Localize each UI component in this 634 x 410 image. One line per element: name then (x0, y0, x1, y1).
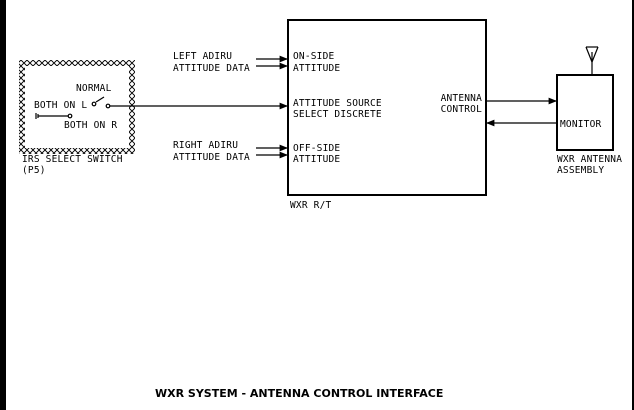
rt-antenna-1: ANTENNA (441, 93, 483, 104)
wxr-rt-box (287, 19, 487, 196)
irs-switch-enclosure (19, 60, 135, 154)
contact-common (105, 103, 111, 109)
irs-select-switch: NORMAL BOTH ON L BOTH ON R IRS SELECT SW… (19, 60, 135, 176)
right-adiru-label-1: RIGHT ADIRU (173, 140, 238, 151)
left-adiru-label-2: ATTITUDE DATA (173, 63, 250, 74)
switch-blade (95, 96, 105, 103)
diagram-title: WXR SYSTEM - ANTENNA CONTROL INTERFACE (155, 387, 443, 400)
irs-switch-label-1: IRS SELECT SWITCH (22, 154, 123, 165)
rt-name: WXR R/T (290, 200, 332, 211)
wxr-rt-unit: ON-SIDE ATTITUDE ATTITUDE SOURCE SELECT … (287, 19, 487, 211)
rt-off-side-2: ATTITUDE (293, 154, 340, 165)
switch-pos-right: BOTH ON R (64, 120, 117, 131)
rt-source-1: ATTITUDE SOURCE (293, 98, 382, 109)
contact-right (67, 113, 73, 119)
rt-on-side-1: ON-SIDE (293, 51, 335, 62)
right-edge-bar (632, 0, 634, 410)
rt-on-side-2: ATTITUDE (293, 63, 340, 74)
irs-switch-label-2: (P5) (22, 165, 46, 176)
antenna-assembly-box (556, 74, 614, 151)
antenna-assembly-label-1: WXR ANTENNA (557, 154, 622, 165)
antenna-assembly-label-2: ASSEMBLY (557, 165, 604, 176)
switch-pos-normal: NORMAL (76, 83, 112, 94)
rt-source-2: SELECT DISCRETE (293, 109, 382, 120)
switch-pos-left: BOTH ON L (34, 100, 87, 111)
right-adiru-label-2: ATTITUDE DATA (173, 152, 250, 163)
wxr-antenna-assembly: MONITOR WXR ANTENNA ASSEMBLY (556, 46, 622, 176)
rt-off-side-1: OFF-SIDE (293, 143, 340, 154)
left-edge-bar (0, 0, 6, 410)
antenna-icon (585, 46, 599, 75)
left-adiru-input: LEFT ADIRU ATTITUDE DATA (173, 51, 288, 74)
rt-antenna-2: CONTROL (441, 104, 483, 115)
right-adiru-input: RIGHT ADIRU ATTITUDE DATA (173, 140, 288, 163)
monitor-label: MONITOR (560, 119, 602, 130)
contact-normal (91, 101, 97, 107)
left-adiru-label-1: LEFT ADIRU (173, 51, 232, 62)
